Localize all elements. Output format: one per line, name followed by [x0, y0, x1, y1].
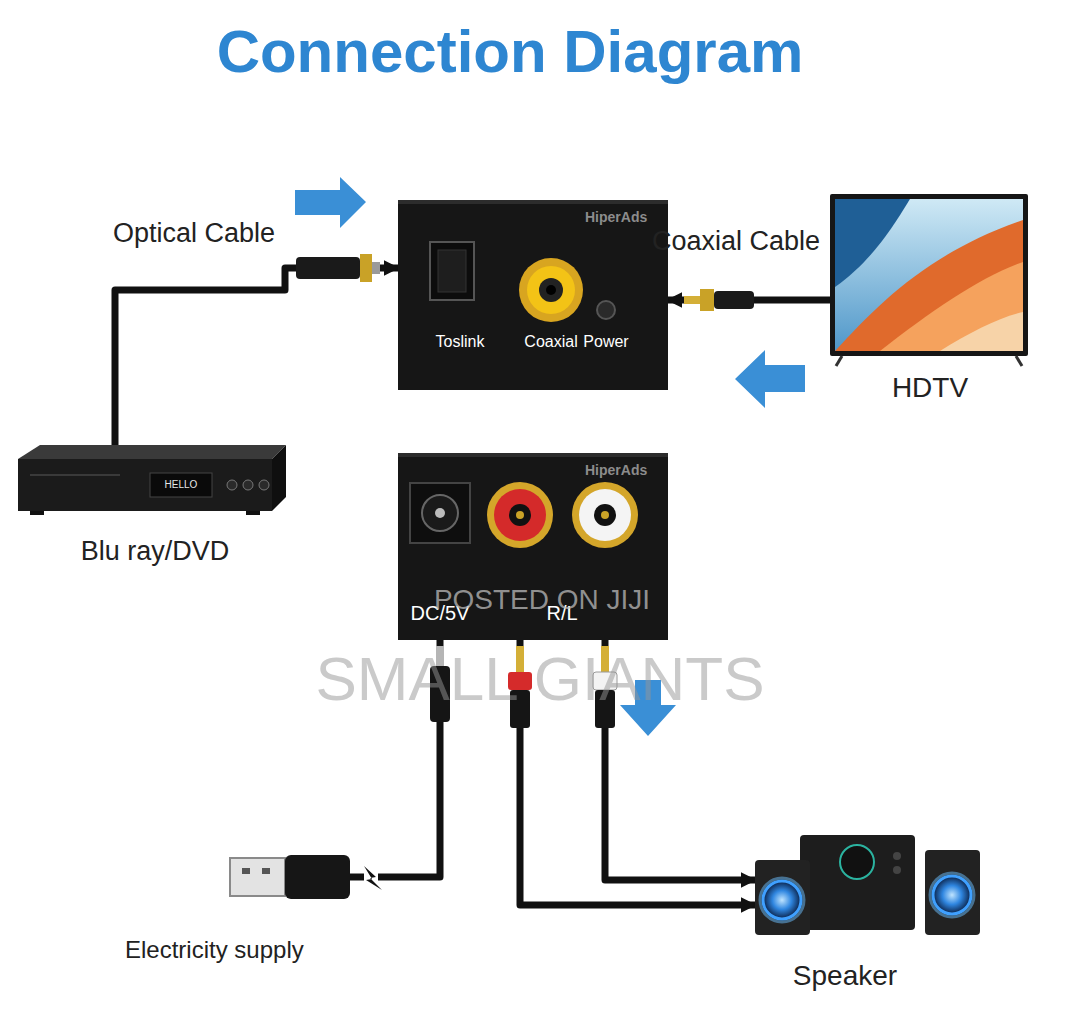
panel-face: [398, 453, 668, 640]
speaker-glow: [930, 873, 974, 917]
speaker-set: Speaker: [755, 830, 985, 995]
optical-plug-body: [296, 257, 360, 279]
rca-jack-ring: [579, 489, 631, 541]
optical-plug-collar: [360, 254, 372, 282]
dc-jack-ring: [422, 495, 458, 531]
device-label: Speaker: [793, 962, 897, 990]
watermark: POSTED ON JIJI: [434, 586, 650, 614]
screen-art: [835, 199, 910, 287]
tv-bezel: [830, 194, 1028, 356]
rca-jack: [487, 482, 553, 548]
rca-jack: [572, 482, 638, 548]
player-display: [150, 473, 212, 497]
tv-leg: [1016, 356, 1022, 366]
rca-jack-ring: [494, 489, 546, 541]
player-button: [227, 480, 237, 490]
flow-arrow: [295, 177, 366, 228]
cable-line: [115, 268, 398, 445]
optical-cable: [115, 268, 398, 445]
usb-power-plug: Electricity supply: [120, 850, 385, 965]
watermark: SMALL GIANTS: [315, 648, 764, 710]
bluray-player: Blu ray/DVD: [10, 445, 290, 570]
dc-jack-pin: [435, 508, 445, 518]
usb-hole: [242, 868, 250, 874]
screen-art: [880, 262, 1023, 351]
disc-slot: [30, 474, 120, 476]
rca-jack-pin: [601, 511, 609, 519]
cable-line: [668, 297, 830, 304]
screen-art: [940, 312, 1023, 351]
usb-cable: [350, 874, 364, 881]
coaxial-jack-pin: [546, 285, 556, 295]
tv-screen: [835, 199, 1023, 351]
rca-plug-tip: [684, 296, 700, 304]
panel-edge: [398, 453, 668, 457]
player-button: [259, 480, 269, 490]
panel-face: [398, 200, 668, 390]
dc-jack: [410, 483, 470, 543]
device-label: Electricity supply: [125, 938, 304, 962]
flow-arrow: [735, 350, 805, 408]
coaxial-jack: [519, 258, 583, 322]
brand-label: HiperAds: [585, 463, 647, 477]
coaxial-jack-hole: [539, 278, 563, 302]
display-text: HELLO: [165, 480, 198, 490]
screen-art: [835, 220, 1023, 351]
rca-jack-hole: [509, 504, 531, 526]
port-label: Toslink: [436, 334, 485, 350]
tv-leg: [836, 356, 842, 366]
cable-label: Optical Cable: [113, 220, 275, 247]
speaker-cone: [763, 881, 801, 919]
usb-body: [285, 855, 350, 899]
player-foot: [30, 511, 44, 515]
player-foot: [246, 511, 260, 515]
usb-metal: [230, 858, 285, 896]
toslink-flap: [438, 250, 466, 292]
coaxial-jack-ring: [527, 266, 575, 314]
player-side: [272, 445, 286, 511]
toslink-port: [430, 242, 474, 300]
diagram-title: Connection Diagram: [217, 22, 804, 82]
converter-front-panel: HiperAdsToslink Coaxial Power: [398, 200, 668, 390]
hdtv-device: HDTV: [830, 192, 1030, 407]
rca-jack-pin: [516, 511, 524, 519]
usb-cable: [378, 874, 385, 881]
speaker-glow: [760, 878, 804, 922]
satellite-body: [755, 860, 810, 935]
port-label: Coaxial: [524, 334, 577, 350]
panel-edge: [398, 200, 668, 204]
speaker-knob: [893, 852, 901, 860]
device-label: Blu ray/DVD: [81, 538, 230, 565]
speaker-knob: [893, 866, 901, 874]
speaker-cone: [933, 876, 971, 914]
device-illustration: [398, 200, 668, 390]
device-label: HDTV: [892, 374, 968, 402]
satellite-body: [925, 850, 980, 935]
brand-label: HiperAds: [585, 210, 647, 224]
cable-label: Coaxial Cable: [652, 228, 820, 255]
power-led: [597, 301, 615, 319]
optical-plug-tip: [372, 262, 380, 274]
player-front: [18, 459, 272, 511]
port-label: Power: [583, 334, 628, 350]
rca-plug-body: [714, 291, 754, 309]
player-top: [18, 445, 286, 459]
rca-jack-hole: [594, 504, 616, 526]
subwoofer-body: [800, 835, 915, 930]
player-button: [243, 480, 253, 490]
subwoofer-port: [840, 845, 874, 879]
coaxial-cable: [668, 300, 830, 301]
rca-plug-collar: [700, 289, 714, 311]
usb-hole: [262, 868, 270, 874]
